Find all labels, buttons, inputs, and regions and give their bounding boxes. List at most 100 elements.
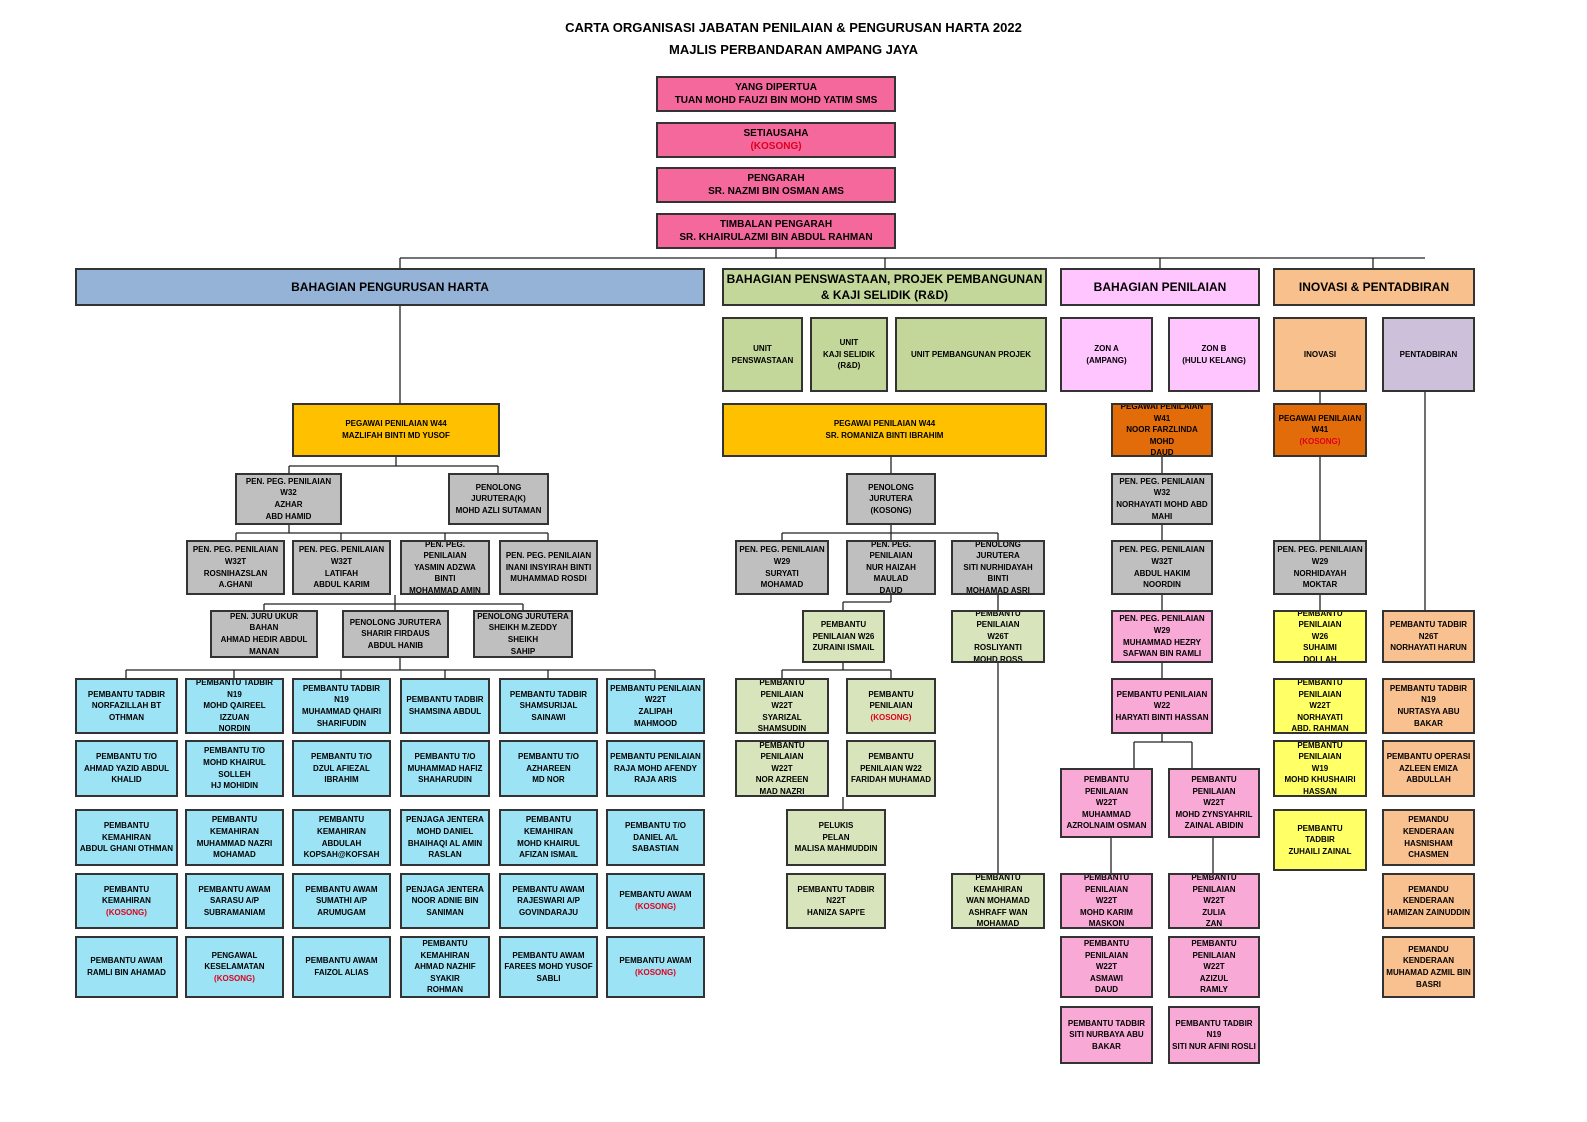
org-box-line: PEN. PEG. PENILAIAN	[739, 545, 825, 555]
org-box-line: PEN. PEG. PENILAIAN	[1119, 476, 1205, 486]
org-box-line: FAREES MOHD YUSOF	[504, 962, 593, 972]
org-box-line: AZROLNAIM OSMAN	[1066, 821, 1147, 831]
org-box-line: SR. NAZMI BIN OSMAN AMS	[708, 186, 844, 197]
org-box-line: PEMBANTU TADBIR	[1389, 683, 1468, 693]
org-box-line: MOHAMAD	[213, 850, 256, 860]
org-box-line: PEMBANTU TADBIR	[406, 695, 484, 705]
org-box-line: AZIZUL	[1199, 973, 1229, 983]
org-box-line: PEMANDU	[1408, 815, 1449, 825]
org-box-line: SITI NUR AFINI ROSLI	[1172, 1041, 1256, 1051]
org-box-line: OTHMAN	[108, 712, 145, 722]
org-box-line: ABD HAMID	[265, 511, 312, 521]
org-box-line: PEN. PEG. PENILAIAN	[192, 545, 279, 555]
org-box-line: PEMBANTU AWAM	[305, 956, 378, 966]
org-box-line: (KOSONG)	[635, 968, 676, 977]
org-box-line: (AMPANG)	[1086, 355, 1127, 365]
org-box-line: INANI INSYIRAH BINTI	[505, 562, 592, 572]
org-box-line: W22T	[1095, 896, 1118, 906]
org-box-line: (KOSONG)	[870, 712, 912, 722]
org-box-line: PENOLONG JURUTERA	[975, 540, 1021, 561]
org-box-line: PEMBANTU T/O	[625, 821, 686, 831]
org-box-line: KENDERAAN	[1402, 896, 1455, 906]
org-box-line: MUHAMMAD ROSDI	[510, 574, 587, 584]
org-box-line: PENJAGA JENTERA	[406, 815, 484, 825]
org-box-line: PEMBANTU AWAM	[619, 890, 692, 900]
org-box-line: & KAJI SELIDIK (R&D)	[820, 288, 949, 302]
org-box-line: PEMBANTU PENILAIAN	[1083, 775, 1130, 796]
org-box-line: KENDERAAN	[1402, 826, 1455, 836]
org-box-line: PEN. PEG. PENILAIAN	[1119, 614, 1205, 624]
org-box-line: PEN. PEG. PENILAIAN	[1119, 545, 1205, 555]
org-box-line: MOHAMMAD AMIN	[409, 585, 481, 595]
org-box-line: PEN. PEG. PENILAIAN	[423, 540, 467, 561]
org-box-ph-c1r4: PEMBANTU KEMAHIRAN(KOSONG)	[75, 873, 178, 929]
org-box-line: BASRI	[1416, 979, 1441, 989]
org-box-line: MOHD ZYNSYAHRIL	[1175, 809, 1253, 819]
org-box-line: SHARIFUDIN	[316, 718, 367, 728]
org-box-line: PENGARAH	[747, 172, 805, 184]
org-box-line: SYARIZAL	[762, 712, 802, 722]
org-box-line: PENOLONG JURUTERA	[477, 611, 569, 621]
org-box-line: PEGAWAI PENILAIAN	[1120, 403, 1204, 412]
org-box-line: HJ MOHIDIN	[210, 781, 259, 791]
org-box-line: PEMBANTU	[820, 620, 867, 630]
org-box-line: MOHD KHAIRUL SOLLEH	[203, 757, 266, 779]
org-box-line: MUHAMMAD HEZRY	[1123, 637, 1201, 647]
org-box-line: SUBRAMANIAM	[203, 907, 266, 917]
org-box-line: PEMBANTU T/O	[96, 752, 157, 762]
org-box-line: ZON A	[1094, 343, 1119, 353]
org-box-line: SUHAIMI	[1303, 643, 1337, 653]
org-box-line: PEGAWAI PENILAIAN W44	[833, 419, 936, 429]
org-box-line: ASHRAFF WAN	[968, 907, 1028, 917]
org-box-line: SHARIR FIRDAUS	[361, 629, 430, 639]
org-box-line: PEMBANTU PENILAIAN	[1116, 689, 1208, 699]
org-box-line: PEMBANTU PENILAIAN	[1191, 775, 1237, 796]
org-box-line: W19	[1311, 763, 1329, 773]
org-box-pentadbiran: PENTADBIRAN	[1382, 317, 1475, 392]
org-box-pengarah: PENGARAH SR. NAZMI BIN OSMAN AMS	[656, 167, 896, 203]
org-box-unit-pembangunan-projek: UNIT PEMBANGUNAN PROJEK	[895, 317, 1047, 392]
org-box-line: PEMBANTU	[975, 873, 1021, 883]
org-box-line: W22T	[1203, 798, 1225, 808]
org-box-line: ROHMAN	[427, 985, 463, 995]
org-box-line: ABDUL HAKIM	[1133, 568, 1191, 578]
org-box-line: ASMAWI	[1090, 973, 1123, 983]
org-box-inovasi: INOVASI	[1273, 317, 1367, 392]
org-box-line: NORHAYATI HARUN	[1390, 643, 1467, 653]
org-box-line: N26T	[1418, 631, 1439, 641]
org-box-line: MOHD ROSS	[973, 654, 1023, 663]
org-box-line: PEN. PEG. PENILAIAN	[1277, 545, 1363, 555]
org-box-line: MOHD AZLI SUTAMAN	[455, 505, 542, 515]
org-box-line: BAHAGIAN PENSWASTAAN, PROJEK PEMBANGUNAN	[726, 271, 1043, 286]
org-box-line: A.GHANI	[218, 580, 253, 590]
org-box-line: PEMBANTU KEMAHIRAN	[102, 821, 151, 842]
org-box-line: N19	[1421, 695, 1436, 705]
org-box-line: W22T	[771, 701, 793, 711]
org-box-line: INOVASI & PENTADBIRAN	[1298, 279, 1450, 294]
org-box-line: SITI NURHIDAYAH BINTI	[963, 562, 1033, 584]
org-box-line: PEMBANTU TADBIR	[509, 689, 588, 699]
org-box-line: KEMAHIRAN	[420, 950, 470, 960]
org-box-inovasi-pentadbiran: INOVASI & PENTADBIRAN	[1273, 268, 1475, 306]
